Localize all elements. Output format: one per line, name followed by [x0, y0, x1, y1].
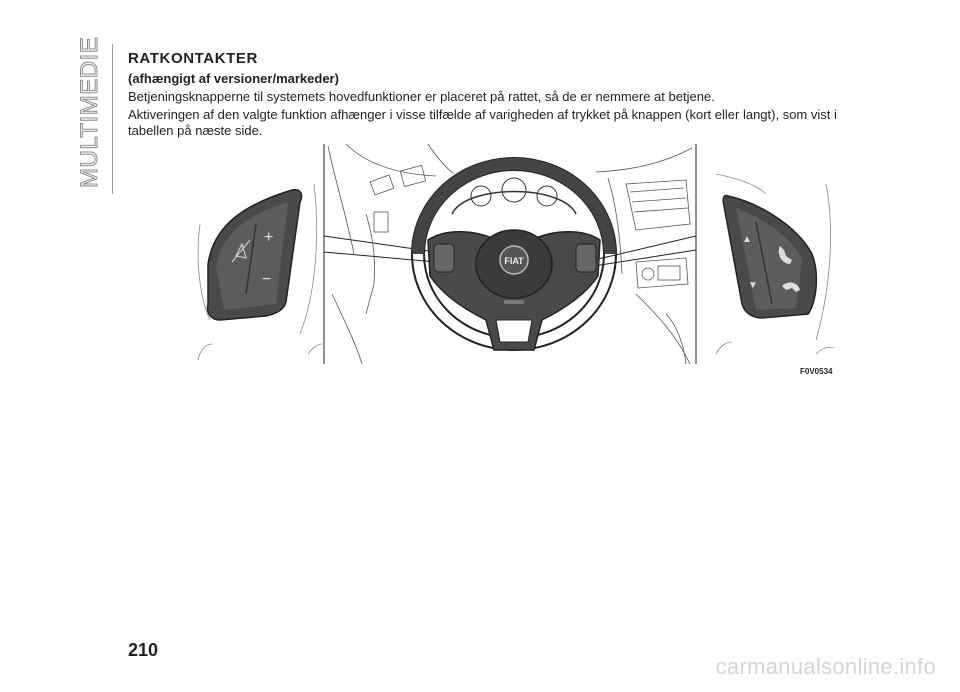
- phone-hangup-icon: [782, 282, 800, 292]
- mute-icon: [231, 239, 251, 263]
- svg-text:FIAT: FIAT: [504, 256, 524, 266]
- section-subheading: (afhængigt af versioner/markeder): [128, 71, 339, 86]
- steering-wheel: FIAT: [411, 157, 617, 351]
- section-tab: MULTIMEDIE: [72, 36, 104, 188]
- right-control-pad: ▲ ▼: [722, 194, 818, 319]
- arrow-down-icon: ▼: [748, 280, 758, 291]
- fiat-logo: FIAT: [499, 245, 529, 275]
- section-tab-label: MULTIMEDIE: [76, 36, 104, 188]
- page-number: 210: [128, 640, 159, 660]
- volume-up-symbol: +: [264, 229, 273, 246]
- watermark: carmanualsonline.info: [715, 654, 936, 679]
- left-control-pad: + −: [206, 188, 303, 321]
- volume-down-symbol: −: [262, 271, 271, 288]
- paragraph-1: Betjeningsknapperne til systemets hovedf…: [128, 89, 715, 104]
- arrow-up-icon: ▲: [742, 234, 752, 245]
- section-heading: RATKONTAKTER: [128, 50, 258, 67]
- figure-code: F0V0534: [800, 367, 833, 376]
- section-divider: [112, 44, 113, 194]
- phone-answer-icon: [778, 246, 792, 264]
- steering-wheel-figure: + −: [180, 143, 836, 376]
- paragraph-2: Aktiveringen af den valgte funktion afhæ…: [128, 107, 837, 138]
